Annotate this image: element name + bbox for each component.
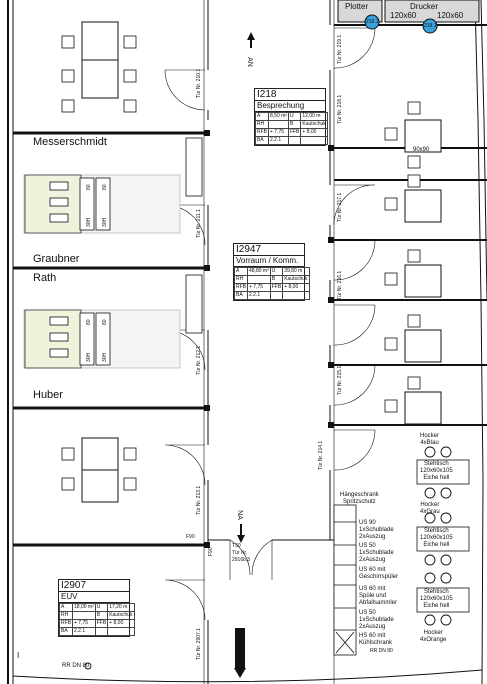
occupant-name: Huber (33, 389, 63, 401)
kitchen-title: Hängeschrank Spritzschutz (340, 492, 379, 505)
kitchen-item: US 90 1xSchublade 2xAuszug (359, 520, 394, 540)
size-label: 120x60 (390, 11, 417, 20)
door-label: Tür Nr. 216.1 (337, 270, 343, 300)
stool-label: Hocker 4xOrange (420, 630, 447, 643)
door-label: F90 (186, 534, 195, 540)
door-label: Tür Nr. 215.1 (337, 365, 343, 395)
stehtisch-label: Stehtisch 120x60x105 Eiche hell (420, 528, 453, 548)
size-label: 120x60 (437, 11, 464, 20)
stehtisch-label: Stehtisch 120x60x105 Eiche hell (420, 589, 453, 609)
desk-label: 80 (102, 319, 108, 325)
arrow-label-down: NA (235, 510, 243, 520)
desk-label: 80 (86, 319, 92, 325)
stool-label: Hocker 4xBlau (420, 433, 440, 446)
door-label: Tür Nr. 218.1 (337, 94, 343, 124)
arrow-label-up: AN (245, 57, 253, 67)
kitchen-item: HS 60 mit Kühlschrank (359, 633, 393, 646)
room-name: EUV (59, 591, 129, 603)
room-number: I2907 (61, 580, 87, 591)
table-size-label: 90x90 (413, 147, 430, 153)
occupant-name: Rath (33, 272, 57, 284)
tag-label: 219.1 (366, 19, 379, 25)
door-label: 2916b.3 (232, 557, 251, 563)
kitchen-item: US 50 1xSchublade 2xAuszug (359, 610, 394, 630)
door-label: Tür Nr. (232, 550, 248, 556)
room-number: I2947 (236, 244, 262, 255)
drucker-label: Drucker (410, 2, 439, 11)
desk-label: 30H (86, 217, 92, 227)
door-label: Tür Nr. 219.1 (337, 34, 343, 64)
desk-label: 80 (86, 184, 92, 190)
kitchen-item: US 50 1xSchublade 2xAuszug (359, 543, 394, 563)
door-label: Tür Nr. 217.1 (337, 192, 343, 222)
door-label: Tür Nr. 2907.1 (196, 628, 202, 660)
door-label: Tür Nr. 213.1 (196, 485, 202, 515)
i-label: I (17, 651, 20, 660)
tag-label: 219.1 (424, 23, 437, 29)
desk-label: 80 (102, 184, 108, 190)
door-label: Tür Nr. 212.1 (196, 345, 202, 375)
stool-label: Hocker 4xGrau (420, 502, 440, 515)
kitchen-item: US 60 mit Spüle und Abfallsammler (359, 586, 398, 606)
occupant-name: Messerschmidt (33, 136, 107, 148)
stehtisch-label: Stehtisch 120x60x105 Eiche hell (420, 461, 453, 481)
room-number: I218 (257, 89, 277, 100)
plotter-label: Plotter (345, 2, 369, 11)
door-label: Tür Nr. 214.1 (318, 440, 324, 470)
door-label: Tür Nr. 210.1 (196, 68, 202, 98)
rr-label: RR DN 80 (370, 648, 393, 654)
door-label: T30 (232, 543, 241, 549)
room-name: Besprechung (255, 100, 325, 112)
desk-label: 30H (86, 352, 92, 362)
desk-label: 30H (102, 352, 108, 362)
door-label: F90 (208, 547, 214, 556)
room-name: Vorraum / Komm. (234, 255, 304, 267)
kitchen-item: US 60 mit Geschirrspüler (359, 567, 399, 580)
occupant-name: Graubner (33, 253, 80, 265)
rr-label: RR DN 80 (62, 663, 90, 669)
door-label: Tür Nr. 211.1 (196, 209, 202, 238)
desk-label: 30H (102, 217, 108, 227)
